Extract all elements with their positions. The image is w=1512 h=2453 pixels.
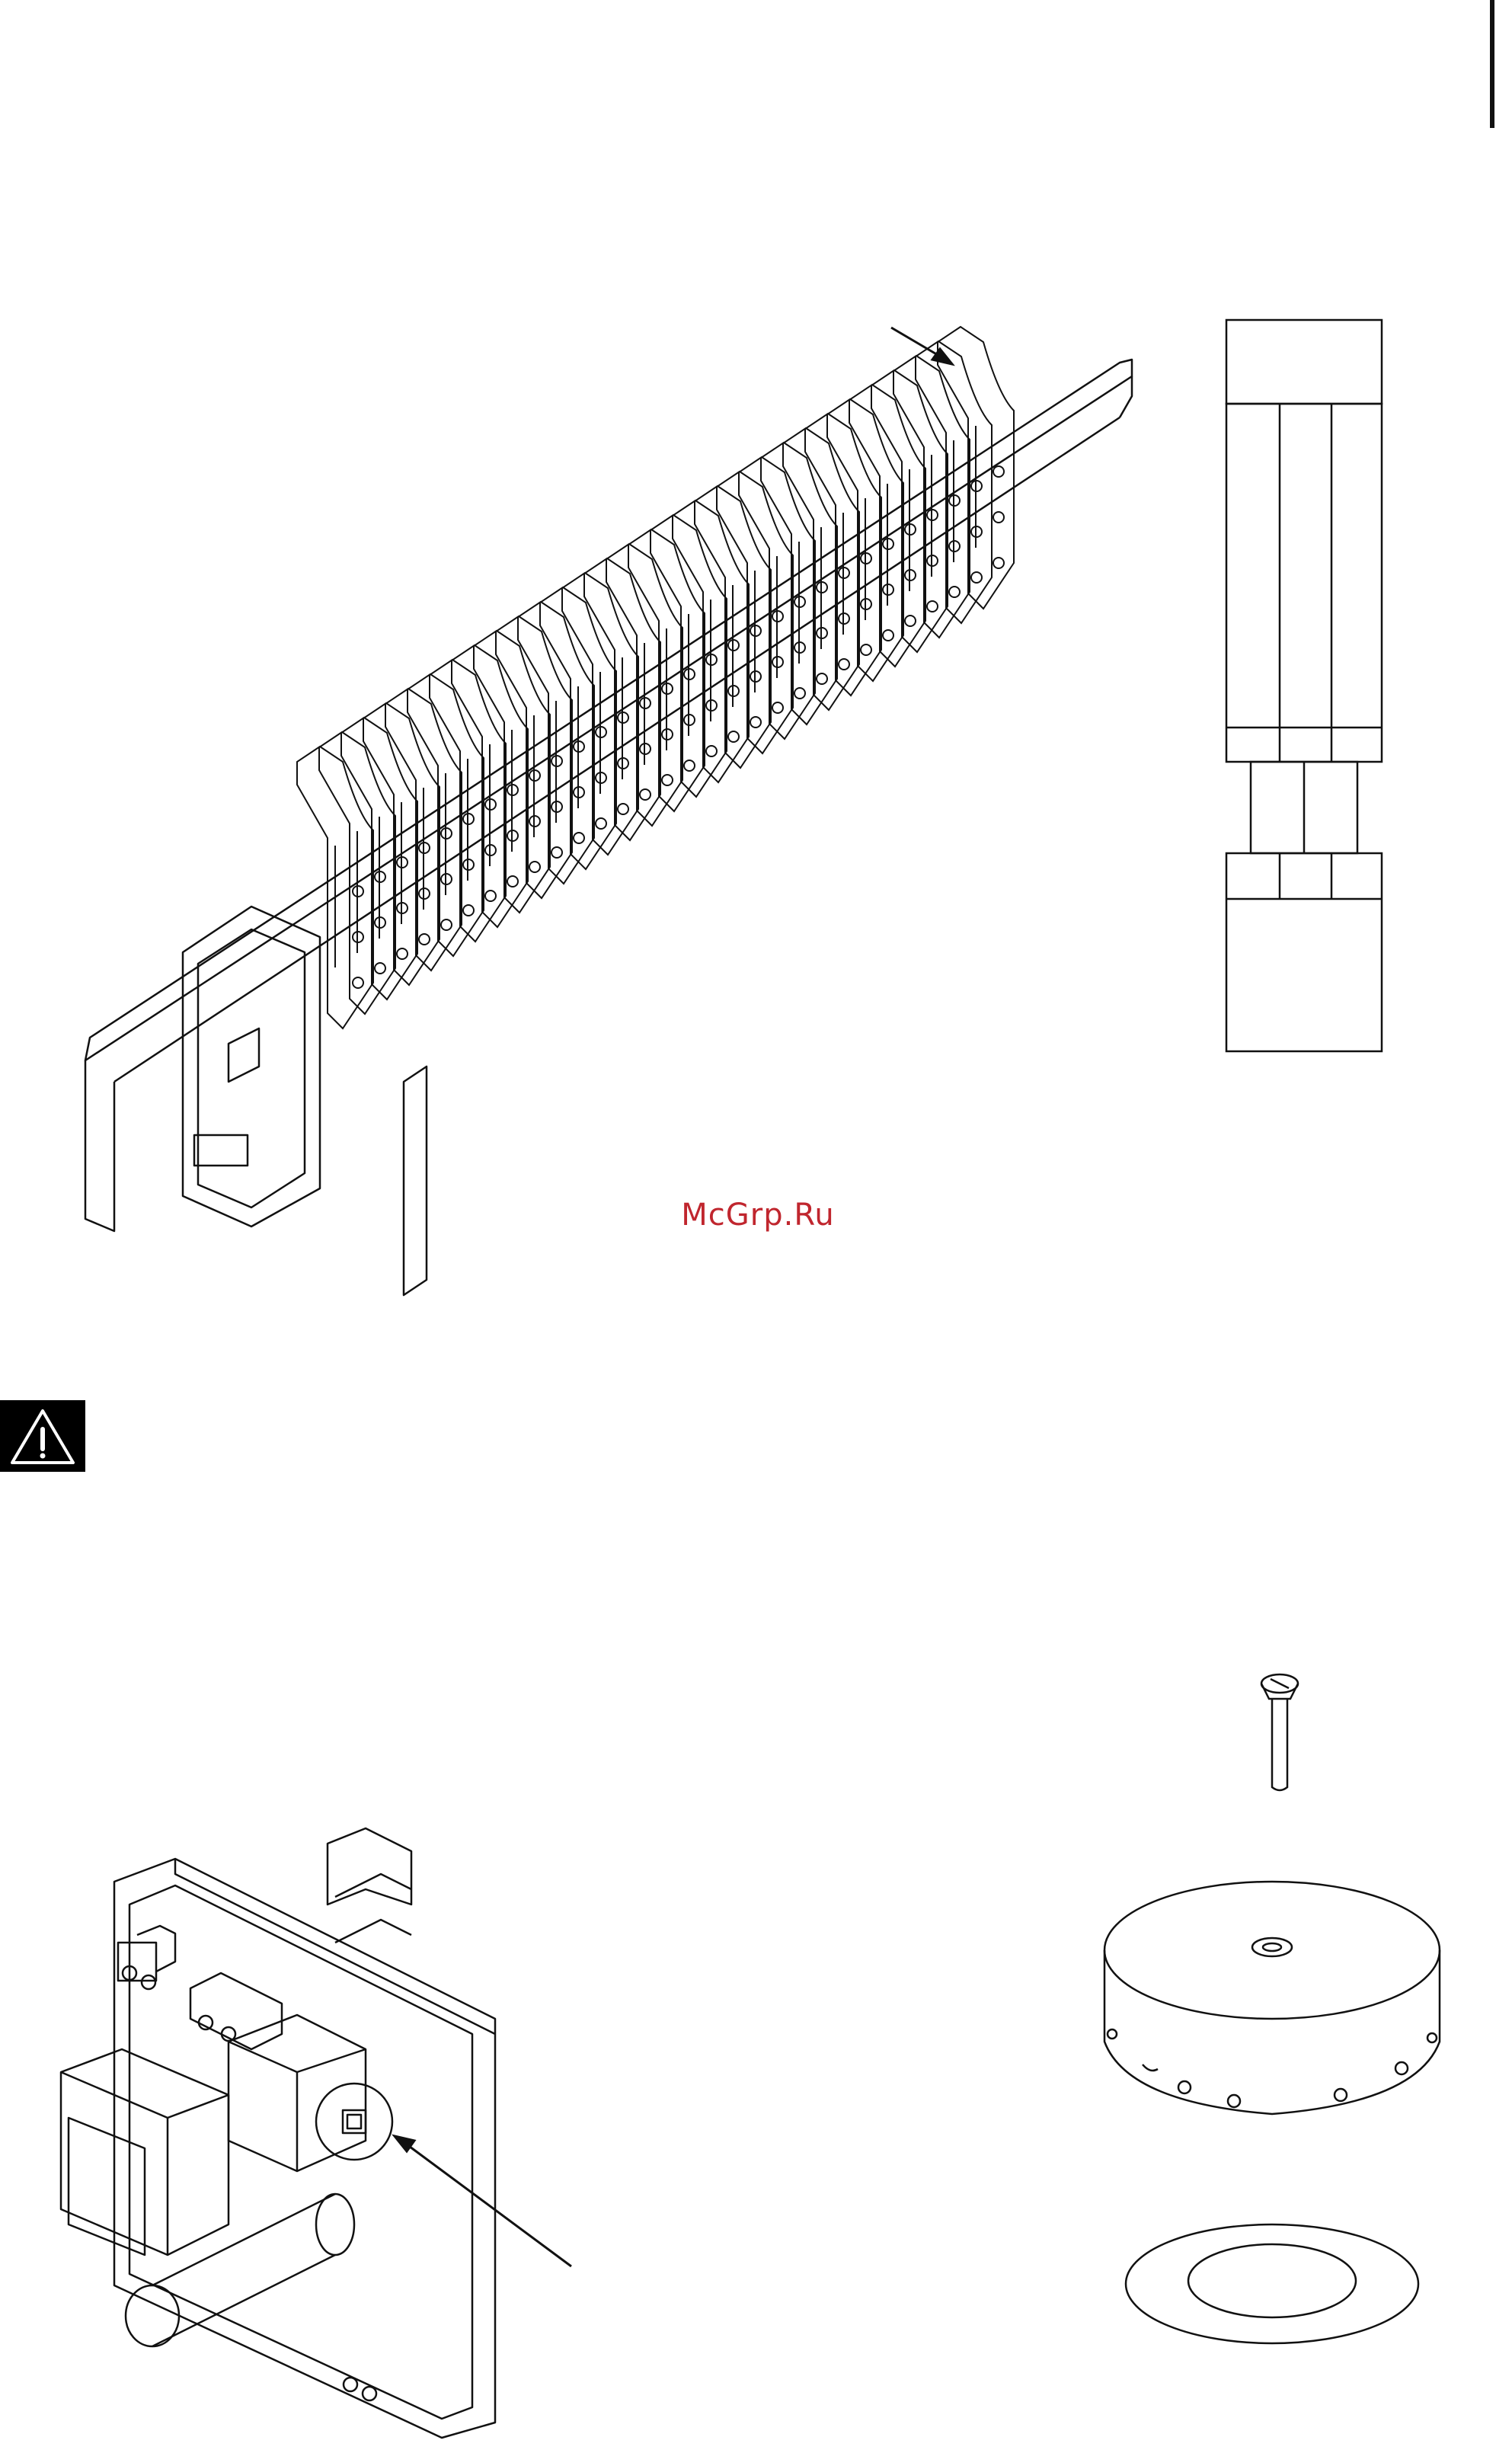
terminal-block bbox=[319, 732, 395, 1014]
terminal-block bbox=[761, 443, 837, 724]
terminal-block bbox=[783, 428, 859, 710]
terminal-block bbox=[474, 631, 550, 913]
watermark: McGrp.Ru bbox=[670, 1198, 846, 1233]
terminal-block-end-view bbox=[1219, 312, 1417, 1059]
warning-icon bbox=[0, 1400, 85, 1472]
control-module bbox=[46, 1828, 594, 2453]
round-sensor-housing bbox=[1097, 1874, 1455, 2148]
terminal-block bbox=[673, 501, 749, 782]
terminal-block bbox=[562, 573, 638, 855]
terminal-block bbox=[651, 515, 727, 797]
terminal-block bbox=[827, 399, 903, 681]
terminal-block bbox=[452, 645, 528, 927]
terminal-block bbox=[341, 718, 417, 999]
terminal-block bbox=[385, 689, 462, 971]
terminal-block bbox=[584, 558, 660, 840]
terminal-block bbox=[805, 414, 881, 696]
terminal-block bbox=[297, 747, 373, 1028]
terminal-block bbox=[628, 529, 705, 811]
terminal-block bbox=[430, 660, 506, 942]
screw-icon bbox=[1249, 1665, 1310, 1818]
terminal-block bbox=[408, 674, 484, 956]
terminal-block bbox=[695, 486, 771, 768]
terminal-block bbox=[893, 356, 970, 638]
terminal-block bbox=[871, 370, 948, 652]
gasket-ring bbox=[1120, 2223, 1424, 2352]
terminal-block bbox=[916, 341, 992, 623]
terminal-block bbox=[518, 602, 594, 884]
terminal-block bbox=[938, 327, 1014, 609]
terminal-block bbox=[363, 703, 440, 985]
terminal-block bbox=[717, 472, 793, 753]
terminal-block bbox=[540, 587, 616, 869]
terminal-block bbox=[739, 457, 815, 739]
terminal-block bbox=[606, 544, 682, 826]
terminal-block bbox=[849, 385, 925, 667]
terminal-block bbox=[496, 616, 572, 898]
